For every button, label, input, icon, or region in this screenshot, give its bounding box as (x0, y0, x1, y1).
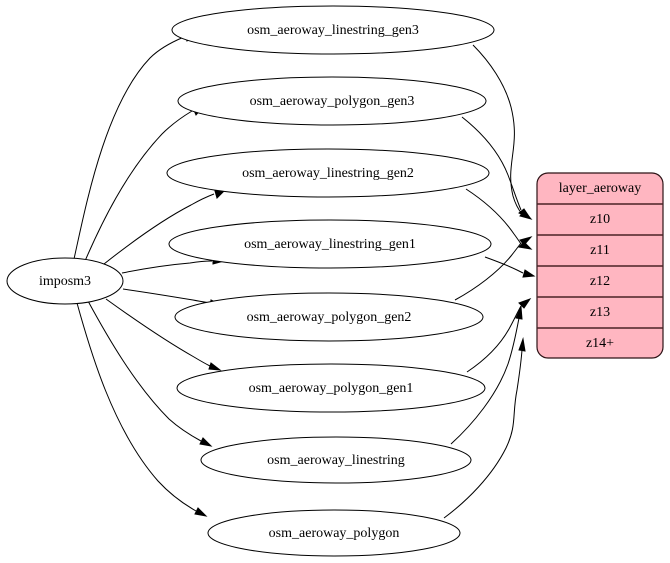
layer-aeroway-row-z12[interactable]: z12 (590, 274, 610, 289)
node-osm-aeroway-linestring[interactable]: osm_aeroway_linestring (200, 436, 472, 484)
node-osm-aeroway-polygon[interactable]: osm_aeroway_polygon (207, 509, 461, 557)
layer-aeroway-row-z10[interactable]: z10 (590, 212, 610, 227)
node-layer-aeroway-table[interactable]: layer_aeroway z10 z11 z12 z13 z14+ (536, 172, 664, 359)
node-osm-aeroway-linestring-shape[interactable] (200, 436, 472, 484)
edge-linestring-gen2-to-z11 (465, 188, 533, 250)
layer-aeroway-header-label: layer_aeroway (559, 181, 641, 196)
node-osm-aeroway-linestring-gen3[interactable]: osm_aeroway_linestring_gen3 (171, 5, 495, 55)
node-osm-aeroway-polygon-gen1-label: osm_aeroway_polygon_gen1 (249, 381, 414, 396)
edge-linestring-gen1-to-z12 (484, 256, 536, 278)
edge-group-nodes-to-layer (443, 44, 536, 519)
node-osm-aeroway-linestring-gen1[interactable]: osm_aeroway_linestring_gen1 (168, 219, 492, 269)
node-osm-aeroway-polygon-gen1[interactable]: osm_aeroway_polygon_gen1 (176, 363, 486, 413)
edge-linestring-gen3-to-z10 (472, 44, 533, 220)
edge-polygon-to-z14 (443, 337, 526, 519)
edge-imposm3-to-polygon-gen1 (105, 298, 222, 371)
node-osm-aeroway-polygon-gen2-label: osm_aeroway_polygon_gen2 (247, 310, 412, 325)
edge-polygon-gen3-to-z10 (461, 116, 532, 220)
node-osm-aeroway-linestring-gen2[interactable]: osm_aeroway_linestring_gen2 (166, 148, 490, 198)
node-osm-aeroway-polygon-label: osm_aeroway_polygon (269, 526, 400, 541)
layer-aeroway-row-z14[interactable]: z14+ (586, 336, 614, 351)
node-osm-aeroway-linestring-gen1-label: osm_aeroway_linestring_gen1 (244, 237, 416, 252)
node-osm-aeroway-linestring-gen1-shape[interactable] (168, 219, 492, 269)
node-osm-aeroway-linestring-gen2-shape[interactable] (166, 148, 490, 198)
node-osm-aeroway-polygon-gen2[interactable]: osm_aeroway_polygon_gen2 (174, 292, 484, 342)
node-osm-aeroway-polygon-gen2-shape[interactable] (174, 292, 484, 342)
node-osm-aeroway-polygon-gen3[interactable]: osm_aeroway_polygon_gen3 (177, 76, 487, 126)
node-osm-aeroway-linestring-gen3-shape[interactable] (171, 5, 495, 55)
node-osm-aeroway-polygon-gen3-label: osm_aeroway_polygon_gen3 (250, 94, 415, 109)
edge-linestring-to-z13 (450, 305, 523, 445)
node-osm-aeroway-polygon-shape[interactable] (207, 509, 461, 557)
node-imposm3-label: imposm3 (39, 274, 91, 289)
layer-aeroway-row-z13[interactable]: z13 (590, 305, 610, 320)
edge-polygon-gen2-to-z11 (454, 236, 533, 301)
node-osm-aeroway-linestring-label: osm_aeroway_linestring (267, 453, 405, 468)
node-osm-aeroway-linestring-gen2-label: osm_aeroway_linestring_gen2 (242, 166, 414, 181)
edge-imposm3-to-polygon (76, 302, 208, 517)
edge-imposm3-to-linestring-gen3 (73, 32, 198, 260)
node-osm-aeroway-linestring-gen3-label: osm_aeroway_linestring_gen3 (247, 23, 419, 38)
edge-imposm3-to-linestring (87, 300, 213, 447)
node-osm-aeroway-polygon-gen1-shape[interactable] (176, 363, 486, 413)
node-osm-aeroway-polygon-gen3-shape[interactable] (177, 76, 487, 126)
layer-aeroway-row-z11[interactable]: z11 (590, 243, 610, 258)
node-imposm3[interactable]: imposm3 (6, 257, 124, 305)
edge-polygon-gen1-to-z13 (466, 298, 532, 373)
node-imposm3-shape[interactable] (6, 257, 124, 305)
